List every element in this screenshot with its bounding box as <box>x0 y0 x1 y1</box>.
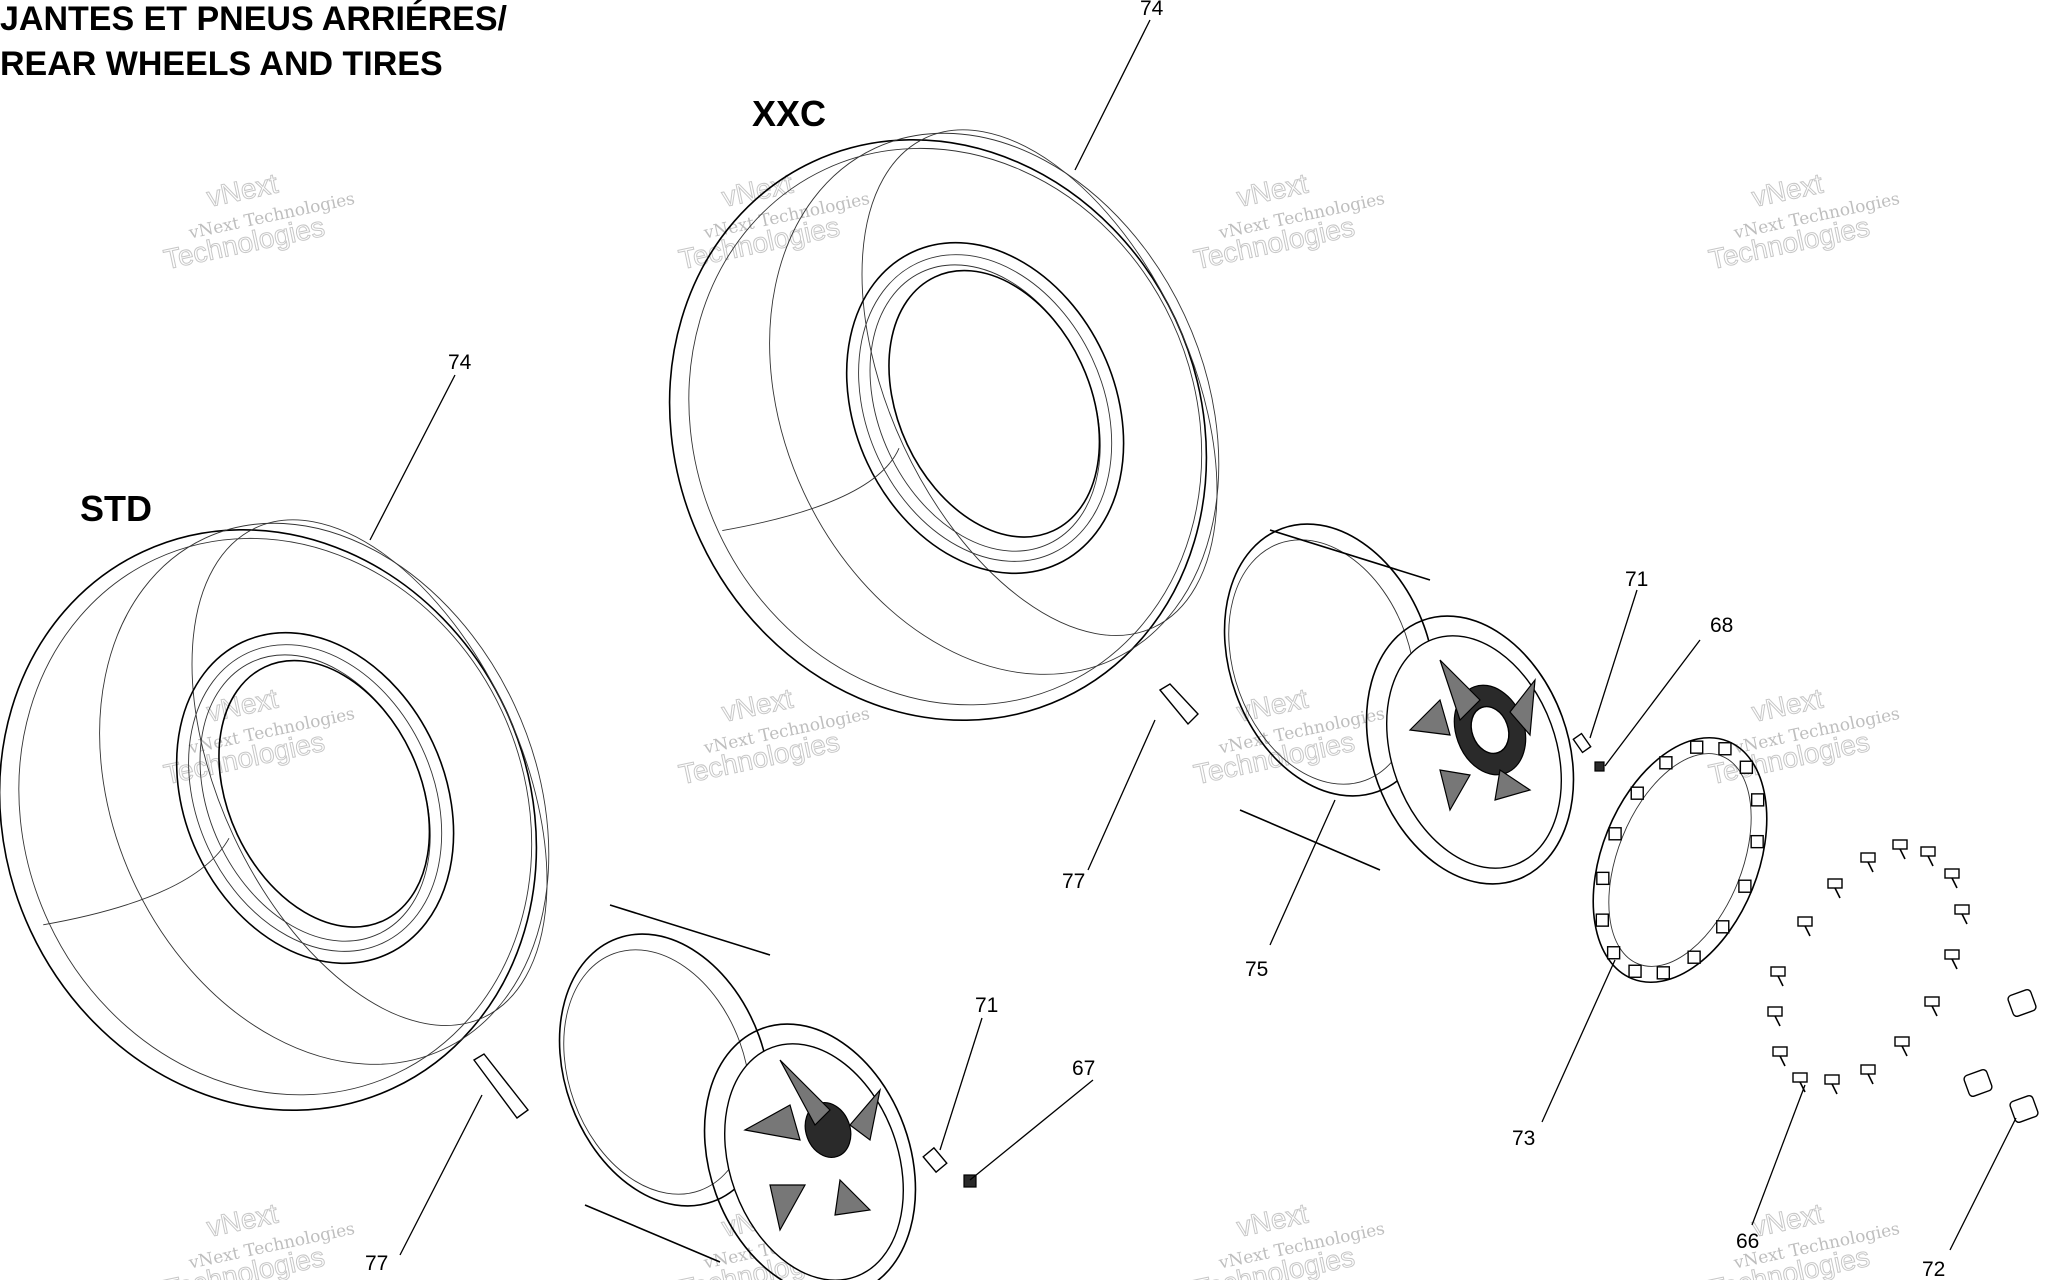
ring-bolt-hole <box>1606 946 1621 960</box>
ring-bolt-hole <box>1750 793 1765 807</box>
rim-lower <box>558 904 917 1280</box>
diagram-title-line1: JANTES ET PNEUS ARRIÉRES/ <box>0 0 507 38</box>
ring-bolt-hole <box>1687 950 1701 964</box>
bolt <box>1792 1072 1808 1093</box>
balance-weight-upper <box>1158 683 1199 726</box>
callout-72-nut: 72 <box>1922 1258 1945 1280</box>
wheel-nuts <box>1963 988 2039 1124</box>
tire-std <box>0 519 550 1112</box>
ring-bolt-hole <box>1608 827 1622 841</box>
bolt <box>1944 949 1960 970</box>
ring-bolt-hole <box>1596 871 1610 886</box>
bolt <box>1860 1064 1876 1085</box>
balance-weight-lower <box>472 1053 529 1119</box>
ring-bolt-hole <box>1716 920 1730 934</box>
ring-bolt-hole <box>1628 964 1642 978</box>
callout-77-lower-weight: 77 <box>365 1252 388 1275</box>
bolt <box>1824 1074 1840 1095</box>
valve-stem-lower <box>922 1146 977 1188</box>
bolt <box>1894 1036 1910 1057</box>
callout-67: 67 <box>1072 1057 1095 1080</box>
bolt <box>1772 1046 1788 1067</box>
bolt <box>1954 904 1970 925</box>
callout-68: 68 <box>1710 614 1733 637</box>
valve-stem-upper <box>1572 732 1605 772</box>
ring-bolt-hole <box>1595 913 1610 927</box>
bolt <box>1827 878 1843 899</box>
variant-label-xxc: XXC <box>752 93 826 134</box>
callout-74-std-tire: 74 <box>448 351 472 374</box>
callout-66-bolts: 66 <box>1736 1230 1759 1253</box>
ring-bolt-hole <box>1656 966 1671 980</box>
ring-bolt-hole <box>1659 756 1673 770</box>
bolt <box>1770 966 1786 987</box>
ring-bolt-hole <box>1750 834 1764 849</box>
rim-upper <box>1223 523 1575 885</box>
bolt <box>1892 839 1908 860</box>
ring-bolt-hole <box>1630 786 1644 800</box>
bolt <box>1860 852 1876 873</box>
ring-bolt-hole <box>1739 760 1754 774</box>
callout-71-upper-valve: 71 <box>1625 568 1648 591</box>
bolt <box>1797 916 1813 937</box>
diagram-title-line2: REAR WHEELS AND TIRES <box>0 45 443 83</box>
ring-bolt-holes <box>1595 740 1765 980</box>
variant-label-std: STD <box>80 488 152 529</box>
ring-bolt-hole <box>1689 740 1704 754</box>
callout-77-upper-weight: 77 <box>1062 870 1085 893</box>
callout-71-lower-valve: 71 <box>975 994 998 1017</box>
ring-bolt-hole <box>1718 742 1732 756</box>
bolt <box>1924 996 1940 1017</box>
bolt <box>1944 868 1960 889</box>
bolt-set <box>1767 839 1970 1095</box>
bolt <box>1920 846 1936 867</box>
callout-74-xxc-tire: 74 <box>1140 0 1164 20</box>
callout-73-ring: 73 <box>1512 1127 1535 1150</box>
tire-xxc <box>668 129 1220 722</box>
beadlock-ring <box>1592 736 1768 984</box>
ring-bolt-hole <box>1738 879 1752 893</box>
leader-lines <box>369 19 2017 1256</box>
callout-75-rim: 75 <box>1245 958 1268 981</box>
bolt <box>1767 1006 1783 1027</box>
